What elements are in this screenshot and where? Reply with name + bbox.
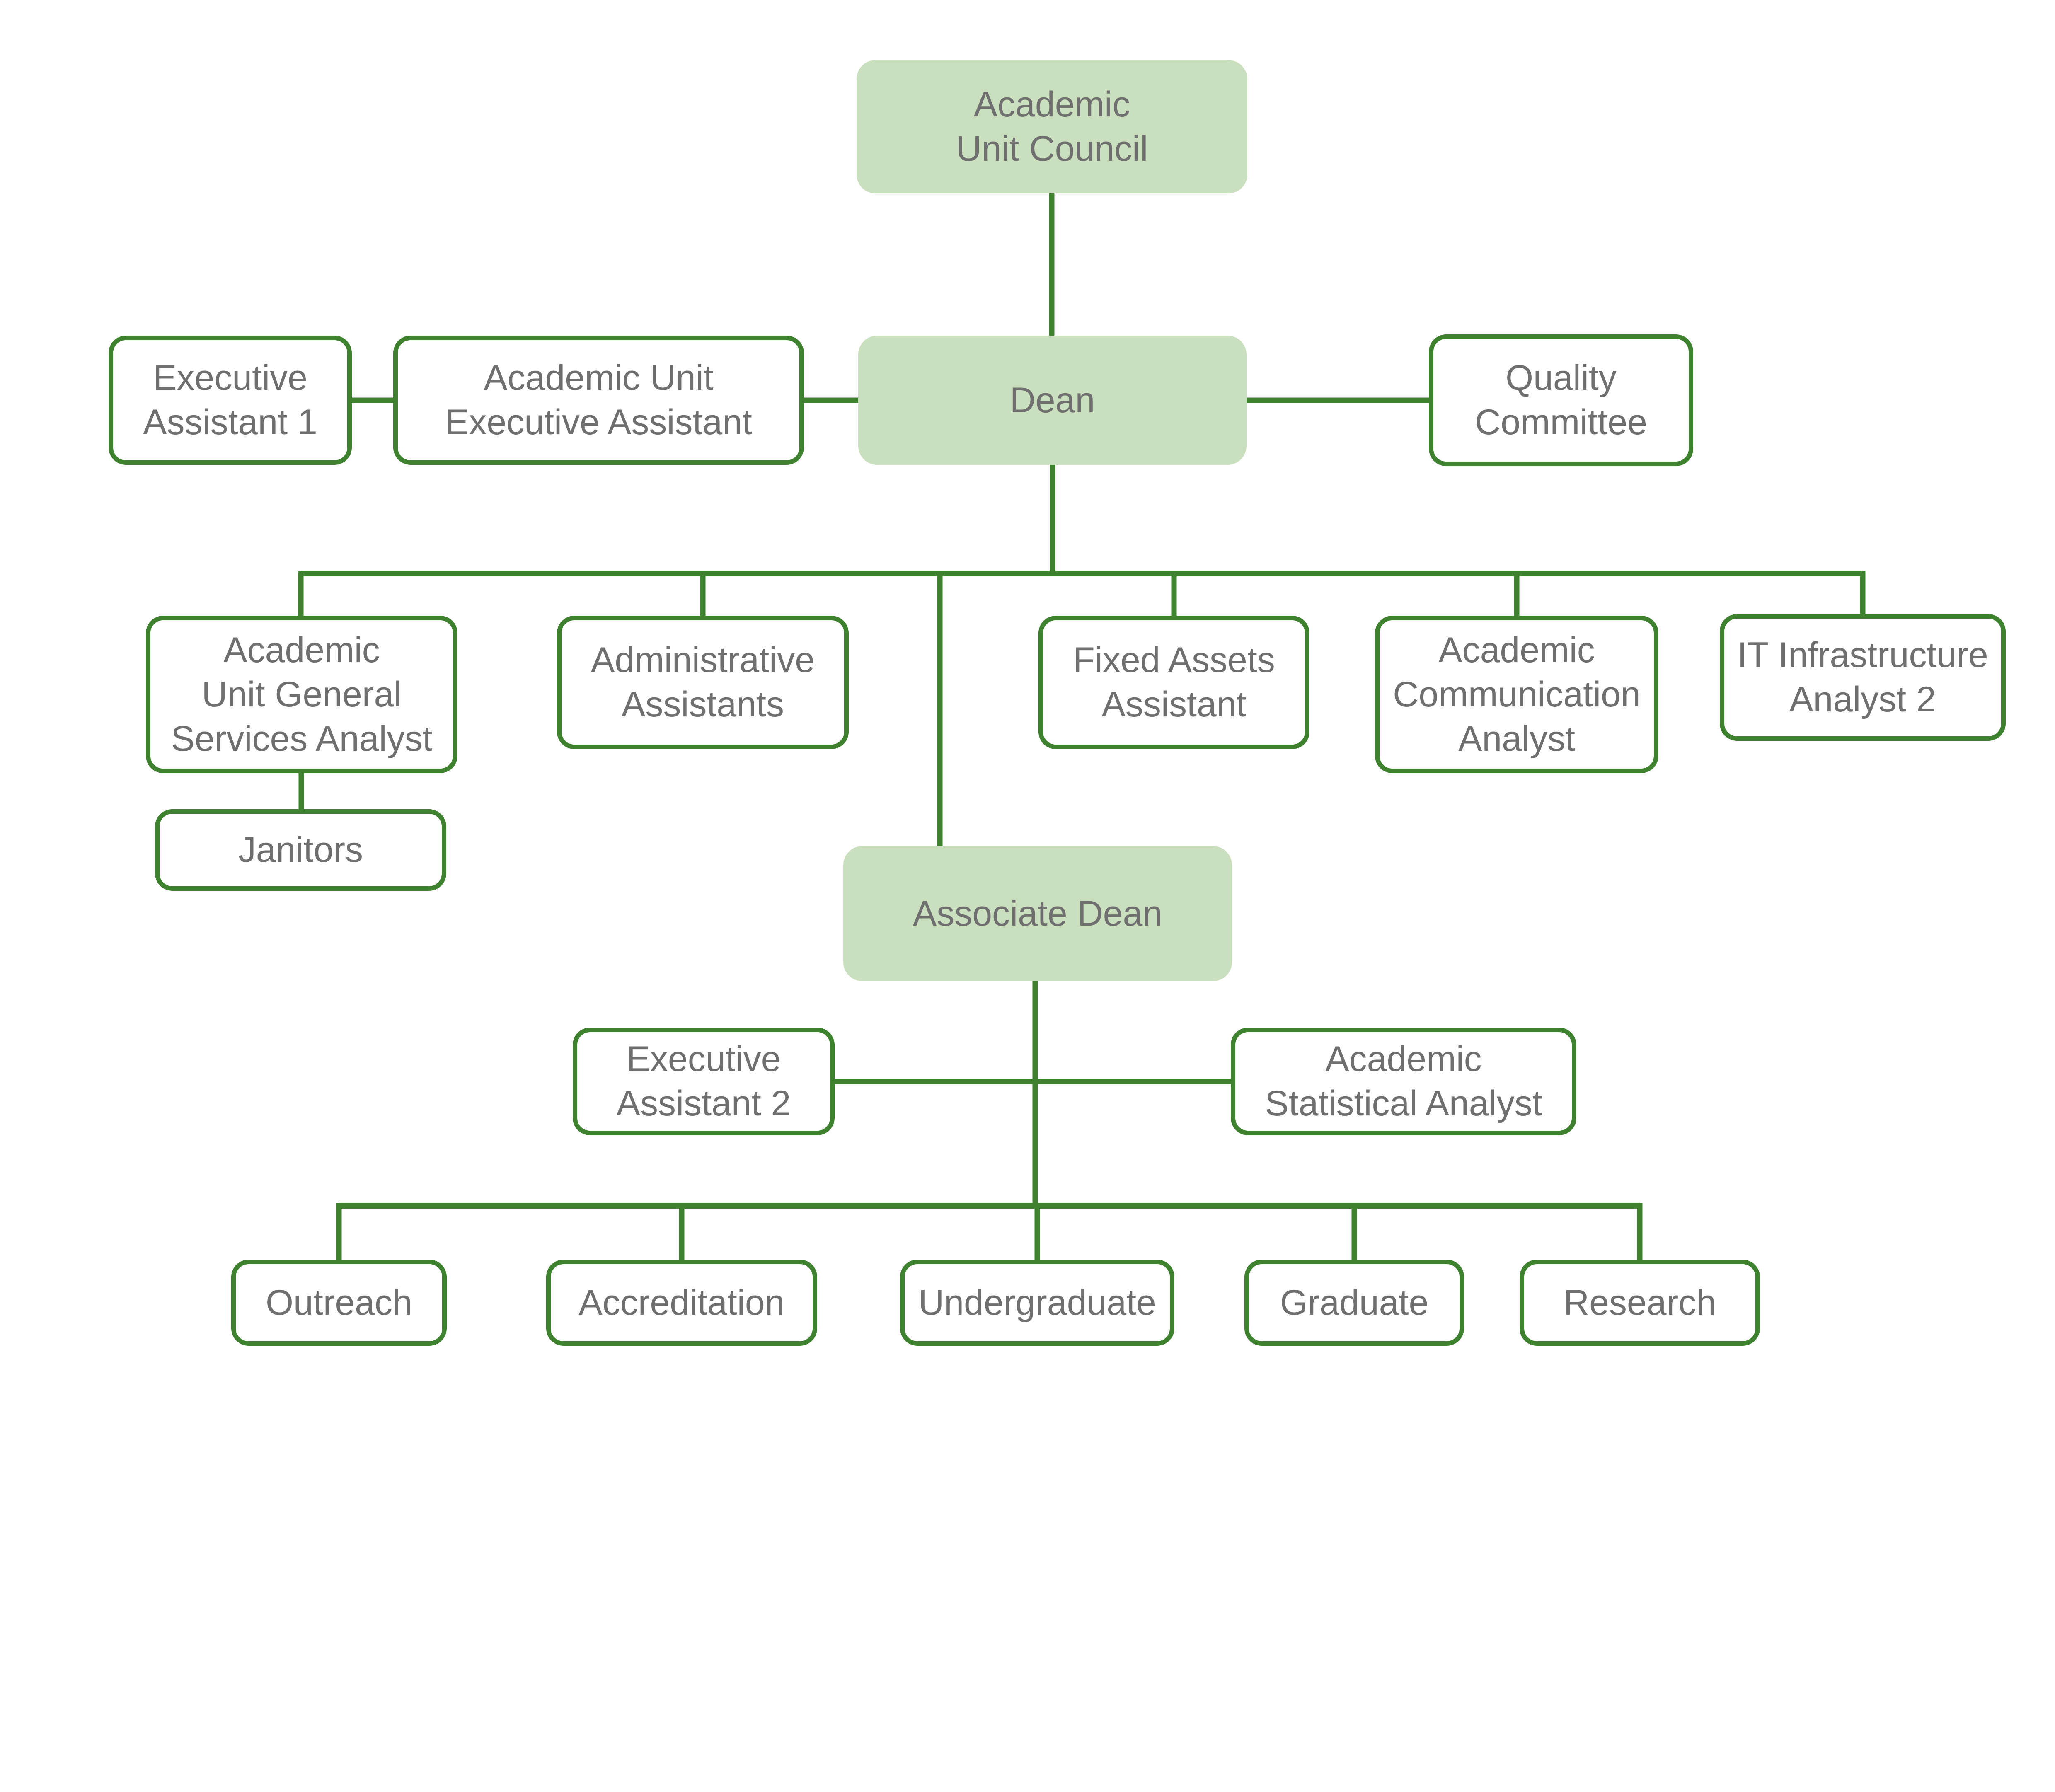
org-node-label: Outreach: [266, 1282, 412, 1323]
org-node-label: IT Infrastructure Analyst 2: [1737, 635, 1988, 719]
org-node-label: Academic Communication Analyst: [1393, 630, 1641, 759]
org-node-dean: Dean: [858, 336, 1247, 465]
org-node-label: Executive Assistant 1: [143, 358, 317, 442]
org-node-label: Academic Unit Executive Assistant: [445, 358, 752, 442]
org-node-label: Quality Committee: [1475, 358, 1647, 442]
org-node-label: Dean: [1009, 380, 1095, 420]
org-node-undergraduate: Undergraduate: [900, 1260, 1174, 1346]
org-node-label: Janitors: [238, 830, 363, 870]
org-node-administrative-assistants: Administrative Assistants: [557, 616, 849, 749]
org-node-janitors: Janitors: [155, 809, 446, 891]
org-node-label: Academic Unit Council: [956, 85, 1148, 169]
org-node-academic-unit-general-services-analyst: Academic Unit General Services Analyst: [146, 616, 457, 773]
org-node-label: Accreditation: [578, 1282, 785, 1323]
org-node-academic-communication-analyst: Academic Communication Analyst: [1375, 616, 1658, 773]
org-node-academic-unit-executive-assistant: Academic Unit Executive Assistant: [393, 336, 804, 465]
org-node-label: Executive Assistant 2: [616, 1039, 791, 1123]
org-node-associate-dean: Associate Dean: [843, 846, 1232, 981]
org-node-accreditation: Accreditation: [546, 1260, 817, 1346]
org-node-executive-assistant-1: Executive Assistant 1: [109, 336, 352, 465]
org-node-label: Academic Statistical Analyst: [1265, 1039, 1542, 1123]
org-node-label: Administrative Assistants: [591, 640, 815, 724]
org-node-academic-unit-council: Academic Unit Council: [857, 60, 1247, 193]
org-node-label: Graduate: [1280, 1282, 1429, 1323]
org-node-outreach: Outreach: [231, 1260, 447, 1346]
org-node-label: Academic Unit General Services Analyst: [171, 630, 433, 759]
org-node-graduate: Graduate: [1244, 1260, 1464, 1346]
org-node-label: Fixed Assets Assistant: [1073, 640, 1275, 724]
org-node-label: Undergraduate: [918, 1282, 1156, 1323]
org-node-label: Associate Dean: [913, 893, 1163, 933]
org-node-executive-assistant-2: Executive Assistant 2: [573, 1028, 835, 1135]
org-node-fixed-assets-assistant: Fixed Assets Assistant: [1038, 616, 1309, 749]
org-node-academic-statistical-analyst: Academic Statistical Analyst: [1231, 1028, 1576, 1135]
org-node-label: Research: [1563, 1282, 1716, 1323]
org-node-it-infrastructure-analyst-2: IT Infrastructure Analyst 2: [1720, 614, 2006, 741]
org-node-research: Research: [1520, 1260, 1760, 1346]
org-node-quality-committee: Quality Committee: [1429, 334, 1693, 466]
